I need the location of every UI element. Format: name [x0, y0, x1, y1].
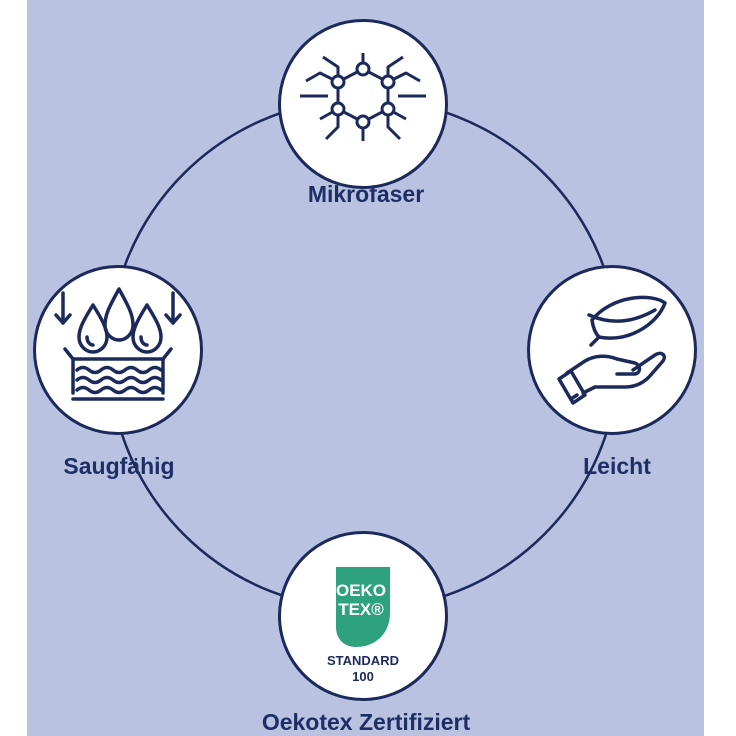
hexagon-network-icon [300, 53, 426, 141]
water-drops-absorb-icon [54, 287, 182, 401]
label-leicht: Leicht [583, 453, 651, 479]
node-mikrofaser [278, 19, 448, 189]
oeko-line2: TEX® [338, 600, 384, 619]
label-saugfaehig: Saugfähig [63, 453, 175, 479]
oeko-line4: 100 [352, 669, 374, 684]
node-oekotex: OEKO TEX® STANDARD 100 [278, 531, 448, 701]
oeko-line3: STANDARD [327, 653, 399, 668]
feather-hand-icon [557, 295, 667, 405]
node-leicht [527, 265, 697, 435]
oeko-line1: OEKO [336, 581, 386, 600]
label-oekotex: Oekotex Zertifiziert [261, 709, 471, 735]
node-saugfaehig [33, 265, 203, 435]
oeko-tex-logo: OEKO TEX® STANDARD 100 [327, 567, 399, 684]
label-mikrofaser: Mikrofaser [307, 181, 425, 207]
